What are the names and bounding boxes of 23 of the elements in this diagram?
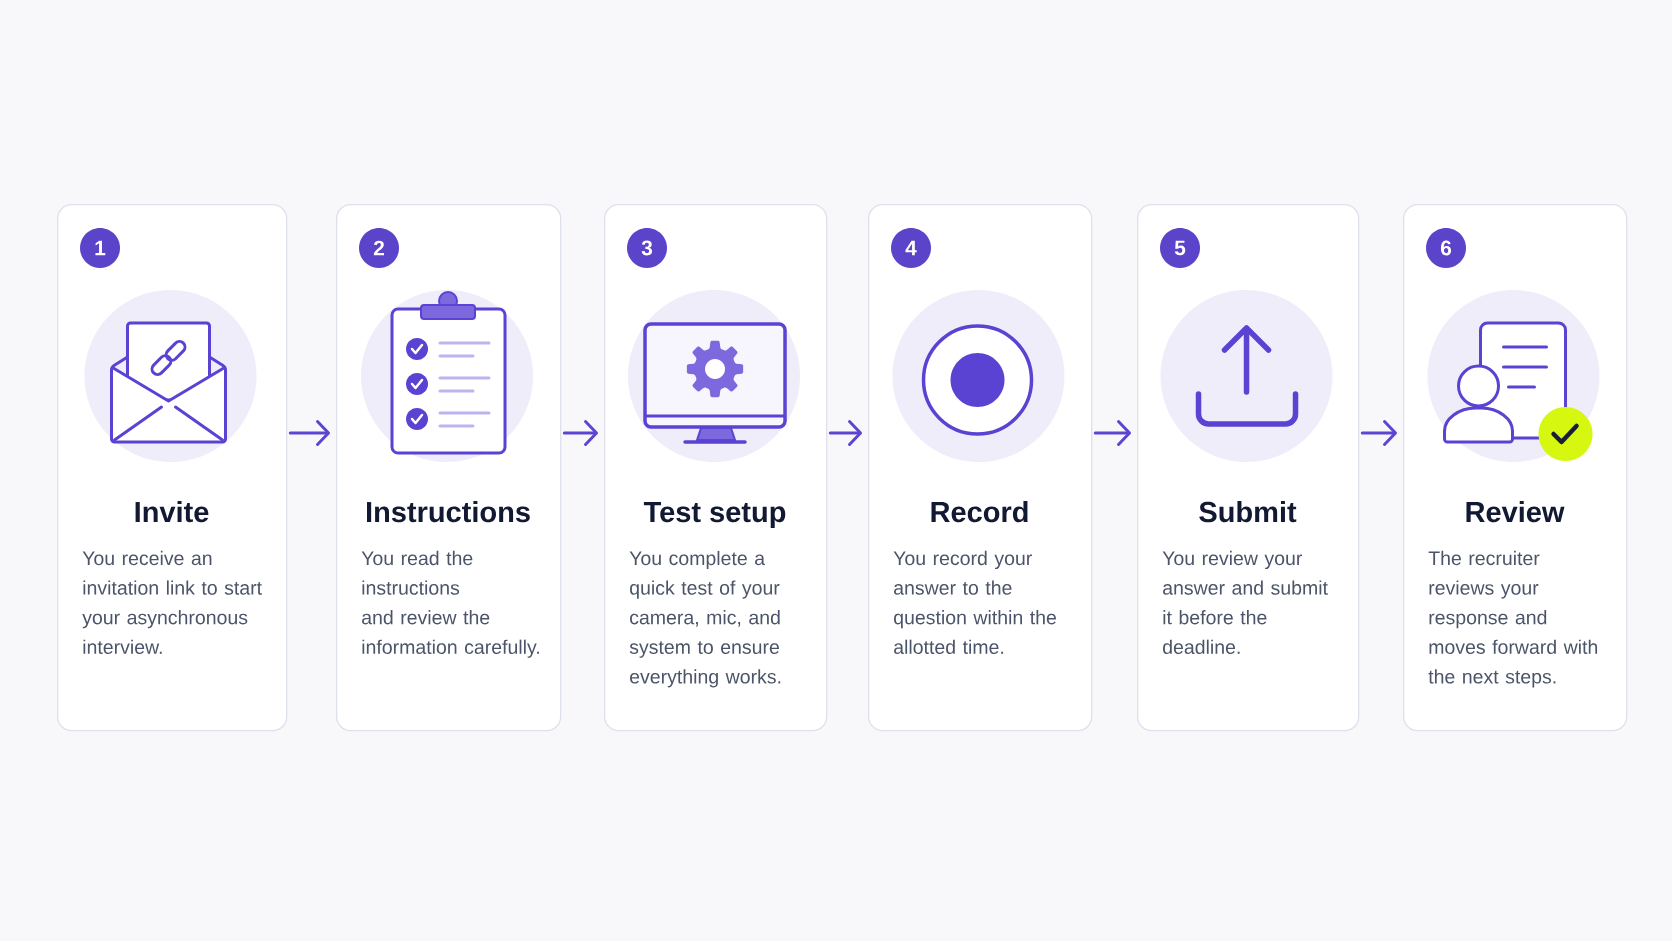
- step-title: Test setup: [643, 502, 786, 528]
- number-badge: 1: [80, 228, 120, 268]
- number-badge: 2: [359, 228, 399, 268]
- arrow: [562, 420, 598, 446]
- step-description: The recruiter reviews your response and moves forward with the next steps.: [1428, 550, 1598, 688]
- step-description: You complete a quick test of your camera, mic, and system to ensure everything works.: [629, 550, 781, 688]
- number-badge: 4: [891, 228, 931, 268]
- step-title: Review: [1466, 501, 1565, 523]
- arrow: [828, 420, 862, 446]
- step-description: You review your answer and submit it before the deadline.: [1162, 550, 1328, 654]
- number-badge: 5: [1160, 228, 1200, 268]
- step-title: Record: [931, 501, 1028, 523]
- step-description: You read the instructions and review the information carefully.: [361, 550, 539, 658]
- arrow: [1093, 420, 1131, 446]
- step-title: Invite: [135, 501, 209, 523]
- number-badge: 6: [1426, 228, 1466, 268]
- step-description: You receive an invitation link to start your asynchronous interview.: [82, 550, 262, 654]
- arrow: [1360, 420, 1397, 446]
- number-badge: 3: [627, 228, 667, 268]
- step-title: Submit: [1199, 501, 1297, 523]
- arrow: [288, 420, 330, 446]
- step-title: Instructions: [367, 501, 530, 523]
- step-description: You record your answer to the question within the allotted time.: [893, 550, 1056, 654]
